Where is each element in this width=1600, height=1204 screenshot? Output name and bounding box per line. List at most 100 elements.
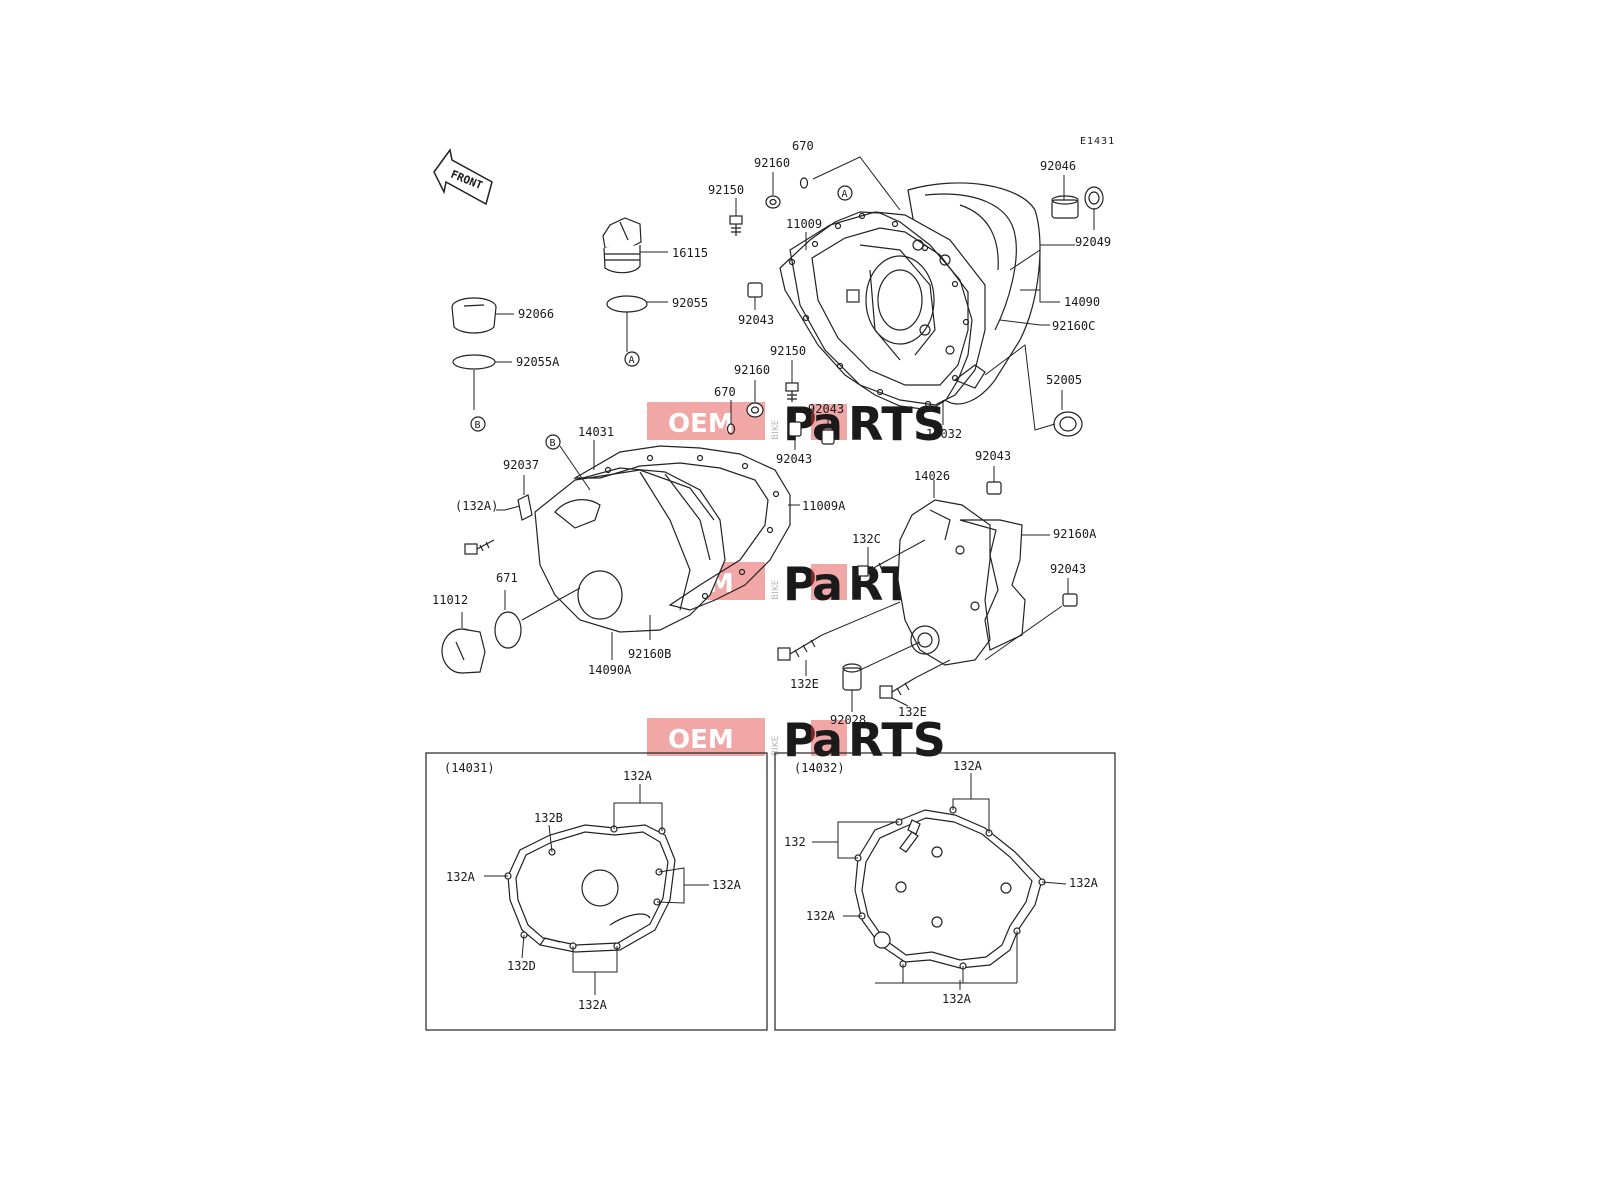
dowel-92043 [747, 282, 763, 298]
inset-right-label-bottom: 132A [942, 992, 972, 1006]
watermark-bike: BIKE [771, 579, 781, 600]
watermark-rts: RTS [848, 713, 946, 767]
gasket-holes [788, 212, 970, 408]
ref-marker-a-bottom: A [624, 351, 640, 367]
bolt-132a [464, 539, 495, 555]
gasket-holes-11009a [604, 454, 780, 600]
part-labels: 670 92160 92150 11009 92046 92049 16115 … [432, 139, 1111, 727]
watermark-oem: OEM [668, 725, 734, 755]
label-132c: 132C [852, 532, 881, 546]
label-92150-b: 92150 [770, 344, 806, 358]
label-92043-b: 92043 [808, 402, 844, 416]
dowel-92043-c [821, 429, 835, 445]
label-14031: 14031 [578, 425, 614, 439]
inset-left-label-132d: 132D [507, 959, 536, 973]
inset-left-label-bottom: 132A [578, 998, 608, 1012]
bolt-132e-short [879, 677, 916, 699]
watermark-bike: BIKE [771, 419, 781, 440]
bearing-92046 [1051, 195, 1079, 219]
inset-left-title: (14031) [444, 761, 495, 775]
label-92160: 92160 [754, 156, 790, 170]
watermark-3: OEM BIKE P a RTS [647, 713, 946, 767]
inset-left-label-left: 132A [446, 870, 476, 884]
bolt-92150-b [785, 382, 799, 402]
inset-right-label-right: 132A [1069, 876, 1099, 890]
plug-92066 [451, 297, 497, 334]
o-ring-92055 [606, 295, 648, 313]
ref-marker-b-mid: B [545, 434, 561, 450]
label-16115: 16115 [672, 246, 708, 260]
gasket-11009 [779, 211, 973, 411]
bolt-132e-long [777, 634, 823, 661]
watermark-oem: OEM [668, 409, 734, 439]
inset-left-label-132b: 132B [534, 811, 563, 825]
svg-text:A: A [842, 189, 848, 200]
label-92055a: 92055A [516, 355, 560, 369]
inset-right-label-left: 132A [806, 909, 836, 923]
label-92049: 92049 [1075, 235, 1111, 249]
label-92150: 92150 [708, 183, 744, 197]
dowel-92043-e [1062, 593, 1078, 607]
gasket-11009a [572, 445, 791, 611]
inset-right: (14032) 132A 132 132A 132A 132A [774, 752, 1116, 1031]
label-92160b: 92160B [628, 647, 671, 661]
label-92043-d: 92043 [975, 449, 1011, 463]
svg-text:A: A [629, 355, 635, 366]
o-ring-670 [799, 177, 809, 189]
label-92037: 92037 [503, 458, 539, 472]
label-92066: 92066 [518, 307, 554, 321]
clamp-92037 [517, 494, 533, 521]
washer-92160-b [746, 402, 764, 418]
label-92046: 92046 [1040, 159, 1076, 173]
watermark-a: a [812, 713, 843, 767]
svg-text:B: B [475, 420, 481, 431]
clutch-cover-14032 [789, 182, 1041, 406]
diagram-code: E1431 [1080, 136, 1115, 147]
watermark-p: P [783, 713, 817, 767]
front-arrow-icon: FRONT [433, 148, 493, 206]
label-92043-c: 92043 [776, 452, 812, 466]
dowel-92043-b [788, 421, 802, 437]
seal-92049 [1084, 186, 1104, 210]
label-92043: 92043 [738, 313, 774, 327]
label-14090a: 14090A [588, 663, 632, 677]
inset-right-label-top: 132A [953, 759, 983, 773]
watermark-a: a [812, 557, 843, 611]
oil-filler-cap-16115 [602, 217, 642, 274]
label-670: 670 [792, 139, 814, 153]
label-92160a: 92160A [1053, 527, 1097, 541]
generator-cover-14031 [534, 467, 726, 633]
svg-text:B: B [550, 438, 556, 449]
label-670-b: 670 [714, 385, 736, 399]
plug-11012 [441, 628, 486, 674]
label-132e: 132E [790, 677, 819, 691]
label-92043-e: 92043 [1050, 562, 1086, 576]
washer-92160 [765, 195, 781, 209]
label-92055: 92055 [672, 296, 708, 310]
label-671: 671 [496, 571, 518, 585]
bolt-92150 [729, 215, 743, 236]
ref-marker-a-top: A [837, 185, 853, 201]
o-ring-92055a [452, 354, 496, 370]
watermark-bike: BIKE [771, 735, 781, 756]
inset-right-label-132: 132 [784, 835, 806, 849]
dowel-92043-d [986, 481, 1002, 495]
label-132a: (132A) [455, 499, 498, 513]
inset-left-label-top: 132A [623, 769, 653, 783]
watermark-p: P [783, 557, 817, 611]
label-132e-b: 132E [898, 705, 927, 719]
leader-lines [461, 156, 1095, 712]
label-14090: 14090 [1064, 295, 1100, 309]
seal-52005 [1053, 411, 1083, 437]
label-11009: 11009 [786, 217, 822, 231]
label-92160c: 92160C [1052, 319, 1095, 333]
sprocket-cover-14026 [897, 499, 991, 666]
inset-left-label-right: 132A [712, 878, 742, 892]
gasket-92160a [959, 519, 1026, 651]
ref-marker-b-bottom: B [470, 416, 486, 432]
label-92028: 92028 [830, 713, 866, 727]
label-11012: 11012 [432, 593, 468, 607]
label-52005: 52005 [1046, 373, 1082, 387]
